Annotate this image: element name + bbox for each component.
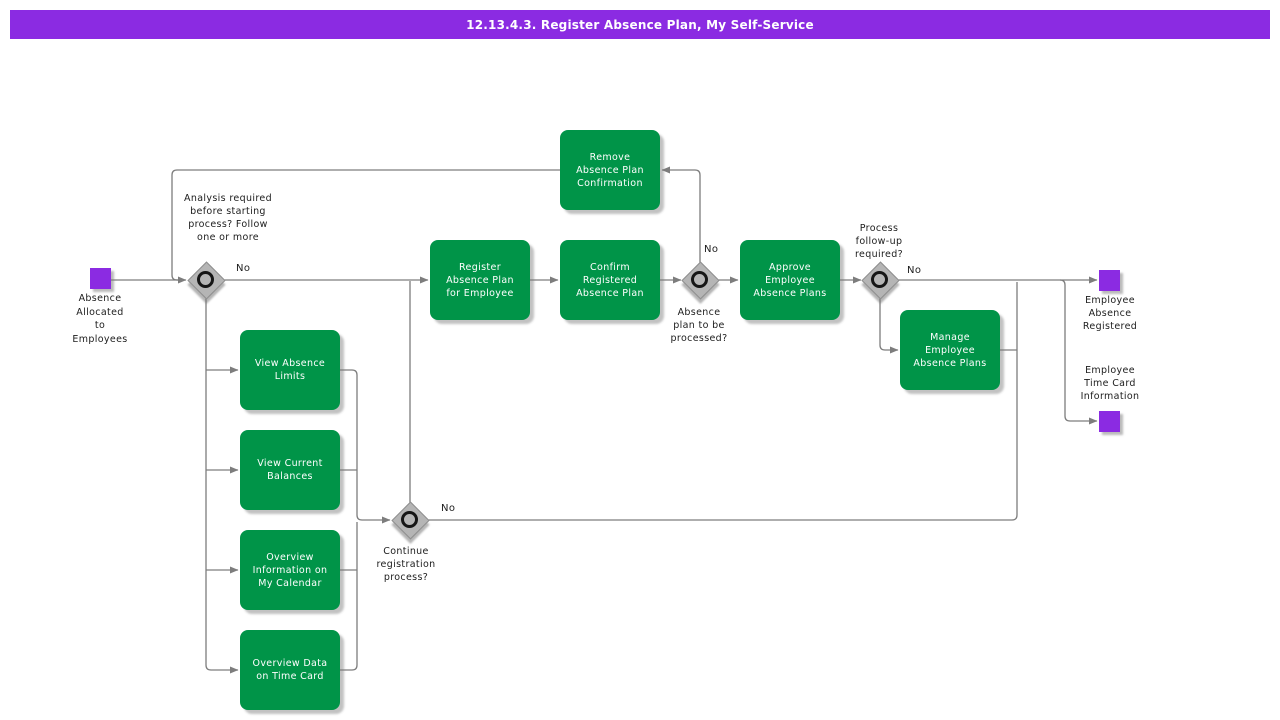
gateway-followup-no-label: No	[907, 265, 922, 276]
gateway-followup-required	[861, 261, 900, 300]
flow-analysis-down-to-overview-timecard	[205, 298, 239, 674]
inclusive-gateway-circle-icon	[871, 271, 888, 288]
gateway-processed-no-label: No	[704, 244, 719, 255]
task-overview-calendar[interactable]: Overview Information on My Calendar	[240, 530, 340, 610]
task-remove-plan-confirmation[interactable]: Remove Absence Plan Confirmation	[560, 130, 660, 210]
task-manage-employee-plans[interactable]: Manage Employee Absence Plans	[900, 310, 1000, 390]
flow-followup-down-to-manage	[879, 298, 899, 354]
task-view-current-balances[interactable]: View Current Balances	[240, 430, 340, 510]
task-confirm-registered-plan[interactable]: Confirm Registered Absence Plan	[560, 240, 660, 320]
flow-limits-to-continue-gateway	[340, 369, 391, 524]
task-view-absence-limits[interactable]: View Absence Limits	[240, 330, 340, 410]
task-register-absence-plan[interactable]: Register Absence Plan for Employee	[430, 240, 530, 320]
task-approve-employee-plans[interactable]: Approve Employee Absence Plans	[740, 240, 840, 320]
gateway-continue-no-label: No	[441, 503, 456, 514]
gateway-absence-processed	[681, 261, 720, 300]
start-event-label: Absence Allocated to Employees	[72, 293, 128, 345]
inclusive-gateway-circle-icon	[401, 511, 418, 528]
gateway-analysis-no-label: No	[236, 263, 251, 274]
inclusive-gateway-circle-icon	[197, 271, 214, 288]
inclusive-gateway-circle-icon	[691, 271, 708, 288]
end-event-absence-registered-square	[1099, 270, 1120, 291]
diagram-title-bar: 12.13.4.3. Register Absence Plan, My Sel…	[10, 10, 1270, 39]
gateway-processed-question-label: Absence plan to be processed?	[670, 307, 728, 344]
gateway-analysis-question-label: Analysis required before starting proces…	[184, 193, 272, 243]
flow-timecard-to-collector	[340, 522, 358, 671]
start-event-square	[90, 268, 111, 289]
end-timecard-label: Employee Time Card Information	[1080, 365, 1140, 402]
end-absence-registered-label: Employee Absence Registered	[1082, 295, 1138, 332]
end-event-timecard-square	[1099, 411, 1120, 432]
flow-remove-confirmation-loop-back	[171, 169, 560, 281]
gateway-analysis-required	[187, 261, 226, 300]
gateway-continue-registration	[391, 501, 430, 540]
gateway-followup-question-label: Process follow-up required?	[855, 223, 903, 260]
gateway-continue-question-label: Continue registration process?	[376, 546, 436, 583]
flow-processed-no-to-remove	[661, 166, 701, 263]
flow-branch-to-end-timecard	[1059, 279, 1098, 425]
task-overview-timecard[interactable]: Overview Data on Time Card	[240, 630, 340, 710]
flow-continue-no-long-line	[427, 282, 1018, 521]
